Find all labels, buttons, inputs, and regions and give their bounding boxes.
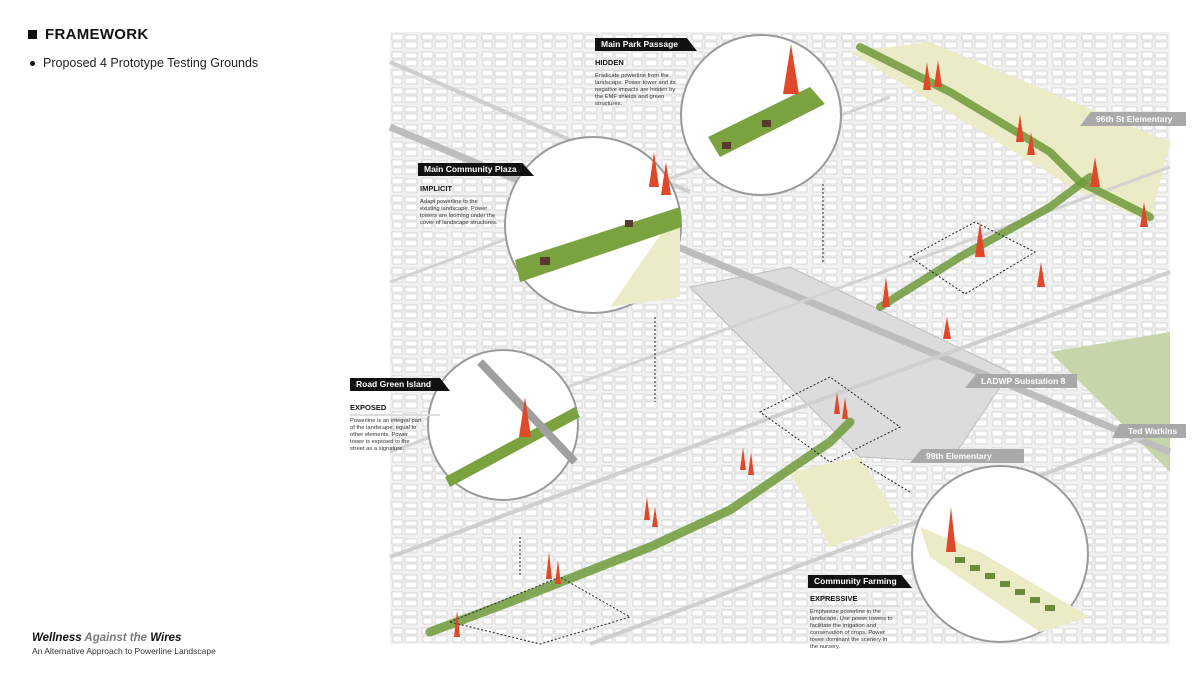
ladwp-substation-area [688,266,1011,463]
building [540,257,550,265]
power-tower-icon [882,277,890,307]
label-main-park-passage: Main Park Passage [595,38,697,51]
powerline-corridor-north [856,43,1154,221]
label-99th-elementary-school: 99th Elementary School [910,449,1024,463]
tag-expressive: EXPRESSIVE [810,594,900,607]
power-tower-icon [519,397,531,437]
power-tower-icon [454,610,460,637]
zone-frame [909,221,1037,295]
project-title-part2: Against the [84,632,148,644]
power-tower-icon [661,162,671,195]
zone-frame [448,576,632,645]
project-title-part3: Wires [147,632,182,644]
power-tower-icon [1140,202,1148,227]
zoom-circle-main-park-passage [680,34,842,196]
desc-community-farming: Emphasize powerline in the landscape. Us… [810,609,893,650]
power-tower-icon [1027,132,1035,155]
project-title-part1: Wellness [32,632,85,644]
powerline-corridor-south [425,417,855,637]
project-branding: Wellness Against the Wires An Alternativ… [32,632,216,656]
building [762,120,771,127]
label-road-green-island: Road Green Island [350,378,450,391]
power-tower-icon [652,507,658,527]
section-header: FRAMEWORK [28,26,149,43]
power-tower-icon [1090,157,1100,187]
crop-plots [955,557,1055,611]
label-ladwp-substation-8: LADWP Substation 8 [965,374,1077,388]
tag-implicit: IMPLICIT [420,184,510,197]
desc-main-community-plaza: Adapt powerline to the existing landscap… [420,199,498,226]
project-title: Wellness Against the Wires [32,632,216,644]
power-tower-icon [834,392,840,414]
label-ted-watkins-park: Ted Watkins Park [1112,424,1186,438]
desc-main-park-passage: Eradicate powerline from the landscape. … [595,73,676,107]
road [389,270,1171,559]
green-strip [515,207,682,282]
road [477,359,578,465]
zoom-circle-road-green-island [427,349,580,501]
power-tower-icon [923,62,931,90]
power-tower-icon [748,452,754,475]
power-tower-icon [644,497,650,520]
isometric-site-map: Main Park Passage HIDDEN Eradicate power… [388,32,1186,650]
power-towers [454,60,1148,637]
power-tower-icon [975,222,985,257]
power-tower-icon [943,317,951,339]
zoom-circle-community-farming [911,465,1090,643]
power-tower-icon [946,507,956,552]
power-tower-icon [842,397,848,419]
zone-frame [759,376,901,463]
section-title: FRAMEWORK [45,26,149,43]
power-tower-icon [1037,262,1045,287]
project-subtitle: An Alternative Approach to Powerline Lan… [32,646,216,656]
desc-road-green-island: Powerline is an integral part of the lan… [350,418,422,452]
zoom-circle-main-community-plaza [504,136,682,314]
tag-exposed: EXPOSED [350,403,440,416]
building [722,142,731,149]
bullet-item: Proposed 4 Prototype Testing Grounds [30,56,258,70]
bullet-dot-icon [30,60,35,66]
school-99-area [790,457,900,547]
powerline-corridor-east [876,173,1094,311]
label-main-community-plaza: Main Community Plaza [418,163,534,176]
power-tower-icon [783,44,799,94]
bullet-text: Proposed 4 Prototype Testing Grounds [43,56,259,70]
power-tower-icon [934,60,942,87]
power-tower-icon [546,552,552,579]
tag-hidden: HIDDEN [595,58,685,71]
power-tower-icon [740,447,746,470]
label-96th-st-elementary-school: 96th St Elementary School [1080,112,1186,126]
road [589,425,1171,646]
square-bullet-icon [28,30,37,39]
power-tower-icon [649,152,659,187]
power-tower-icon [1016,114,1024,142]
power-tower-icon [555,560,561,584]
label-community-farming: Community Farming [808,575,912,588]
building [625,220,633,227]
leader-line [859,461,911,493]
map-drawing [388,32,1172,646]
